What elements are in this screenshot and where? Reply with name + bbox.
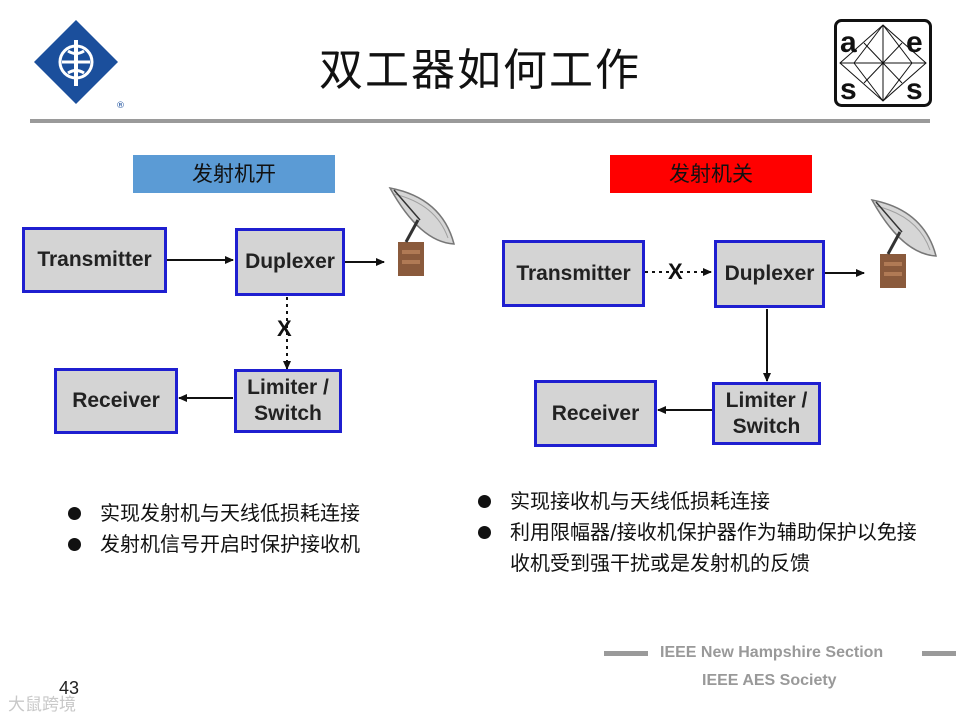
right-bullet-item: 利用限幅器/接收机保护器作为辅助保护以免接收机受到强干扰或是发射机的反馈 bbox=[474, 517, 922, 579]
page-number: 43 bbox=[59, 678, 80, 698]
left-receiver-block: Receiver bbox=[54, 368, 178, 434]
left-transmitter-block: Transmitter bbox=[22, 227, 167, 293]
aes-letter-s1: s bbox=[840, 73, 857, 106]
ieee-logo: ® bbox=[34, 20, 124, 110]
bullet-dot-icon bbox=[68, 507, 81, 520]
footer-bar-right bbox=[922, 651, 956, 656]
left-duplexer-block: Duplexer bbox=[235, 228, 345, 296]
right-limiter-line2: Switch bbox=[732, 414, 801, 438]
right-antenna-icon bbox=[870, 198, 937, 288]
right-bullet-list: 实现接收机与天线低损耗连接 利用限幅器/接收机保护器作为辅助保护以免接收机受到强… bbox=[474, 486, 924, 579]
aes-letter-a: a bbox=[840, 26, 857, 59]
right-limiter-line1: Limiter / bbox=[725, 388, 808, 412]
aes-letter-s2: s bbox=[906, 73, 923, 106]
bullet-dot-icon bbox=[478, 495, 491, 508]
left-bullet-item: 实现发射机与天线低损耗连接 bbox=[64, 498, 444, 529]
left-bullet-item: 发射机信号开启时保护接收机 bbox=[64, 529, 444, 560]
right-bullet-item: 实现接收机与天线低损耗连接 bbox=[474, 486, 924, 517]
aes-letter-e: e bbox=[906, 26, 923, 59]
left-limiter-line2: Switch bbox=[254, 402, 322, 425]
bullet-dot-icon bbox=[68, 538, 81, 551]
mode-label-transmitter-on: 发射机开 bbox=[133, 155, 335, 193]
mode-label-transmitter-off: 发射机关 bbox=[610, 155, 812, 193]
bullet-dot-icon bbox=[478, 526, 491, 539]
right-transmitter-block: Transmitter bbox=[502, 240, 645, 307]
footer-line2: IEEE AES Society bbox=[702, 672, 837, 689]
left-limiter-line1: Limiter / bbox=[247, 376, 329, 399]
svg-text:®: ® bbox=[116, 101, 124, 110]
left-bullet-list: 实现发射机与天线低损耗连接 发射机信号开启时保护接收机 bbox=[64, 498, 444, 560]
aes-logo: a e s s bbox=[834, 19, 932, 107]
right-duplexer-block: Duplexer bbox=[714, 240, 825, 308]
left-limiter-switch-block: Limiter / Switch bbox=[234, 369, 342, 433]
footer-bar-left bbox=[604, 651, 648, 656]
left-antenna-icon bbox=[388, 186, 455, 276]
watermark: 大鼠跨境 bbox=[8, 695, 76, 715]
title-divider bbox=[30, 119, 930, 123]
slide-title: 双工器如何工作 bbox=[319, 45, 641, 96]
right-limiter-switch-block: Limiter / Switch bbox=[712, 382, 821, 445]
left-blocked-marker: X bbox=[277, 316, 292, 341]
right-blocked-marker: X bbox=[668, 259, 683, 284]
right-receiver-block: Receiver bbox=[534, 380, 657, 447]
footer-line1: IEEE New Hampshire Section bbox=[660, 644, 884, 661]
